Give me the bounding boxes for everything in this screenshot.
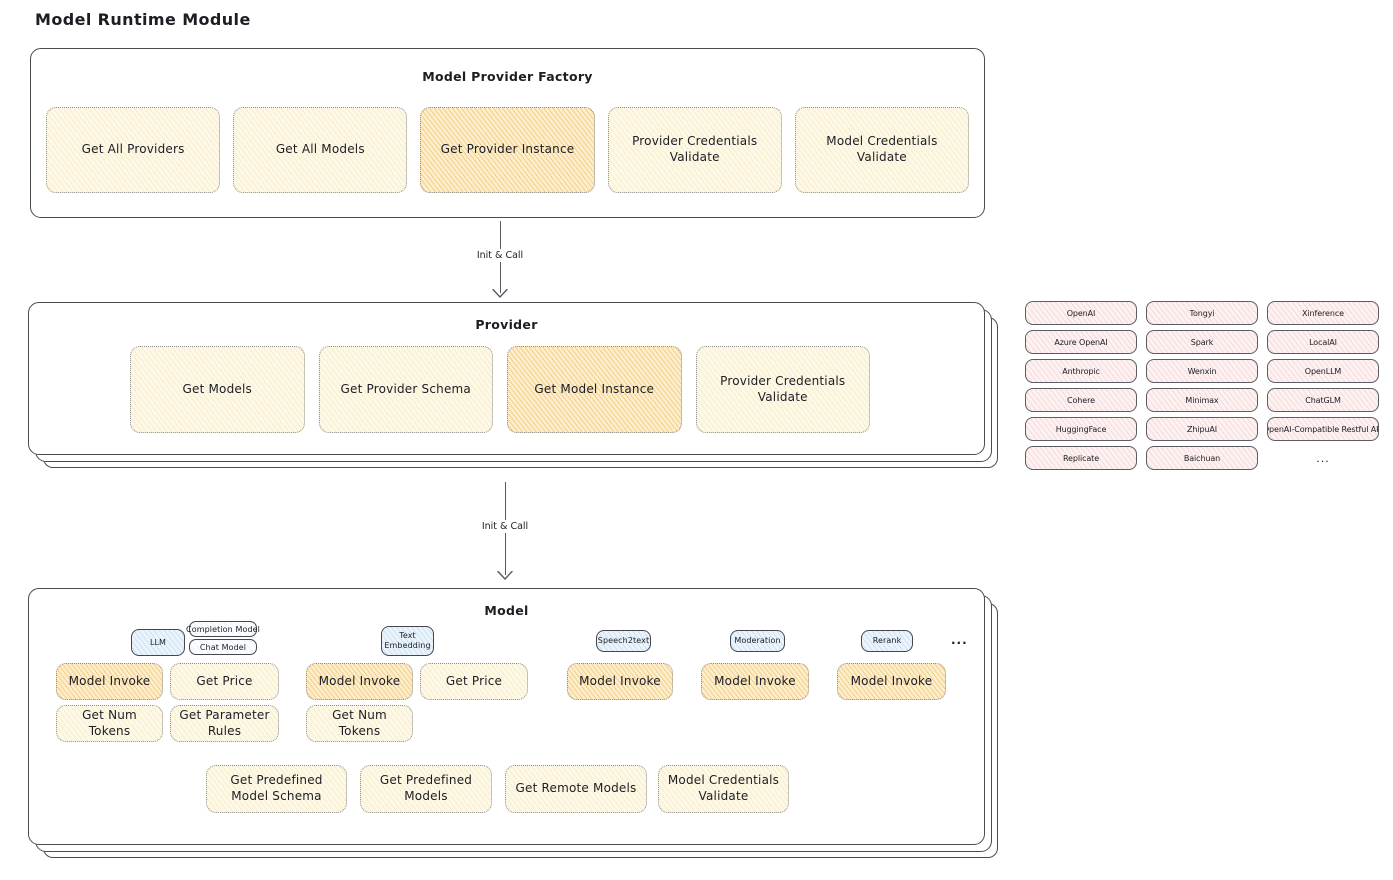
provider-anthropic: Anthropic	[1025, 359, 1137, 383]
node-label: Get Model Instance	[534, 381, 655, 396]
node-label: Get All Providers	[81, 142, 185, 157]
tab-text-embedding: Text Embedding	[381, 626, 434, 656]
node-label: Model Credentials Validate	[667, 773, 780, 803]
provider-spark: Spark	[1146, 330, 1258, 354]
node-label: Get Num Tokens	[82, 707, 137, 738]
arrow-label: Init & Call	[477, 520, 533, 533]
arrow-label: Init & Call	[472, 249, 528, 262]
node-get-remote-models: Get Remote Models	[505, 765, 647, 813]
provider-openai: OpenAI	[1025, 301, 1137, 325]
node-label: Get Parameter Rules	[179, 707, 270, 738]
provider-title: Provider	[475, 317, 538, 332]
arrow-init-call-1: Init & Call	[440, 221, 560, 298]
provider-box: Provider Get Models Get Provider Schema …	[28, 302, 985, 455]
factory-box: Model Provider Factory Get All Providers…	[30, 48, 985, 218]
tab-completion-model: Completion Model	[186, 621, 260, 637]
model-title: Model	[484, 603, 529, 618]
node-label: Get Predefined Models	[379, 773, 473, 803]
provider-list-grid: OpenAI Tongyi Xinference Azure OpenAI Sp…	[1025, 301, 1379, 470]
factory-title: Model Provider Factory	[422, 69, 593, 84]
tab-chat-model: Chat Model	[189, 639, 257, 655]
node-get-provider-schema: Get Provider Schema	[318, 346, 493, 433]
node-get-predefined-models: Get Predefined Models	[360, 765, 492, 813]
node-label: Get Price	[445, 673, 503, 688]
node-get-predefined-model-schema: Get Predefined Model Schema	[206, 765, 347, 813]
factory-buttons-row: Get All Providers Get All Models Get Pro…	[46, 107, 970, 193]
tab-moderation: Moderation	[730, 630, 785, 652]
node-label: Model Invoke	[850, 673, 933, 688]
tabs-more-ellipsis: ...	[951, 633, 968, 647]
node-label: Get Predefined Model Schema	[230, 773, 323, 803]
provider-baichuan: Baichuan	[1146, 446, 1258, 470]
node-model-invoke-moderation: Model Invoke	[701, 663, 809, 700]
node-label: Get Price	[196, 673, 253, 688]
node-model-invoke-speech2text: Model Invoke	[567, 663, 673, 700]
provider-openllm: OpenLLM	[1267, 359, 1379, 383]
node-label: Provider Credentials Validate	[632, 134, 758, 164]
node-label: Model Invoke	[714, 673, 796, 688]
provider-cohere: Cohere	[1025, 388, 1137, 412]
node-label: Get All Models	[275, 142, 365, 157]
node-get-all-models: Get All Models	[233, 107, 408, 193]
node-get-num-tokens-llm: Get Num Tokens	[56, 705, 163, 742]
node-get-price-llm: Get Price	[170, 663, 279, 700]
node-get-price-embedding: Get Price	[420, 663, 528, 700]
node-label: Get Remote Models	[515, 781, 637, 796]
node-label: Get Models	[182, 381, 252, 396]
node-model-invoke-rerank: Model Invoke	[837, 663, 946, 700]
tab-speech2text: Speech2text	[596, 630, 651, 652]
node-provider-credentials-validate-factory: Provider Credentials Validate	[607, 107, 782, 193]
provider-huggingface: HuggingFace	[1025, 417, 1137, 441]
provider-localai: LocalAI	[1267, 330, 1379, 354]
arrow-head-icon	[492, 289, 508, 298]
node-label: Model Invoke	[579, 673, 661, 688]
provider-zhipuai: ZhipuAI	[1146, 417, 1258, 441]
provider-tongyi: Tongyi	[1146, 301, 1258, 325]
arrow-head-icon	[497, 571, 513, 580]
node-get-provider-instance: Get Provider Instance	[420, 107, 595, 193]
tab-llm: LLM	[131, 629, 185, 656]
provider-more-ellipsis: ...	[1316, 451, 1330, 465]
node-model-invoke-embedding: Model Invoke	[306, 663, 413, 700]
provider-openai-compatible: OpenAI-Compatible Restful API	[1267, 417, 1379, 441]
provider-wenxin: Wenxin	[1146, 359, 1258, 383]
node-model-credentials-validate-model: Model Credentials Validate	[658, 765, 789, 813]
node-label: Model Invoke	[318, 673, 401, 688]
provider-replicate: Replicate	[1025, 446, 1137, 470]
node-get-all-providers: Get All Providers	[46, 107, 221, 193]
node-label: Get Num Tokens	[332, 707, 387, 738]
provider-chatglm: ChatGLM	[1267, 388, 1379, 412]
node-label: Get Provider Schema	[340, 381, 471, 396]
arrow-init-call-2: Init & Call	[445, 482, 565, 580]
node-label: Get Provider Instance	[440, 142, 575, 157]
node-label: Model Credentials Validate	[826, 134, 938, 164]
tab-rerank: Rerank	[861, 630, 913, 652]
provider-minimax: Minimax	[1146, 388, 1258, 412]
node-get-models: Get Models	[130, 346, 305, 433]
provider-buttons-row: Get Models Get Provider Schema Get Model…	[130, 346, 870, 433]
node-get-num-tokens-embedding: Get Num Tokens	[306, 705, 413, 742]
node-label: Model Invoke	[68, 673, 151, 688]
node-provider-credentials-validate-provider: Provider Credentials Validate	[695, 346, 870, 433]
node-model-invoke-llm: Model Invoke	[56, 663, 163, 700]
node-model-credentials-validate-factory: Model Credentials Validate	[794, 107, 970, 193]
node-label: Provider Credentials Validate	[720, 373, 846, 404]
provider-xinference: Xinference	[1267, 301, 1379, 325]
node-get-model-instance: Get Model Instance	[507, 346, 682, 433]
node-get-parameter-rules: Get Parameter Rules	[170, 705, 279, 742]
model-box: Model LLM Completion Model Chat Model Te…	[28, 588, 985, 845]
diagram-title: Model Runtime Module	[35, 10, 251, 29]
provider-azure-openai: Azure OpenAI	[1025, 330, 1137, 354]
